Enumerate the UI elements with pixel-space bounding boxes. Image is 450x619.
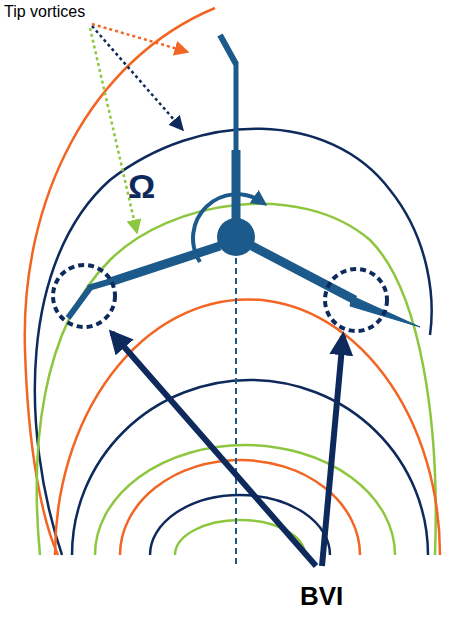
bvi-region — [325, 269, 387, 331]
bvi-region — [53, 265, 115, 327]
rotation-arrow — [193, 194, 262, 262]
callout-label: Tip vortices — [4, 3, 85, 21]
leader-arrows — [90, 24, 188, 233]
rotor-hub — [217, 218, 255, 256]
axis-line — [235, 258, 237, 565]
callout-label: BVI — [300, 582, 343, 611]
rotation-symbol: Ω — [128, 168, 155, 205]
rotor-blades — [68, 35, 420, 327]
bvi-arrows — [112, 333, 343, 566]
